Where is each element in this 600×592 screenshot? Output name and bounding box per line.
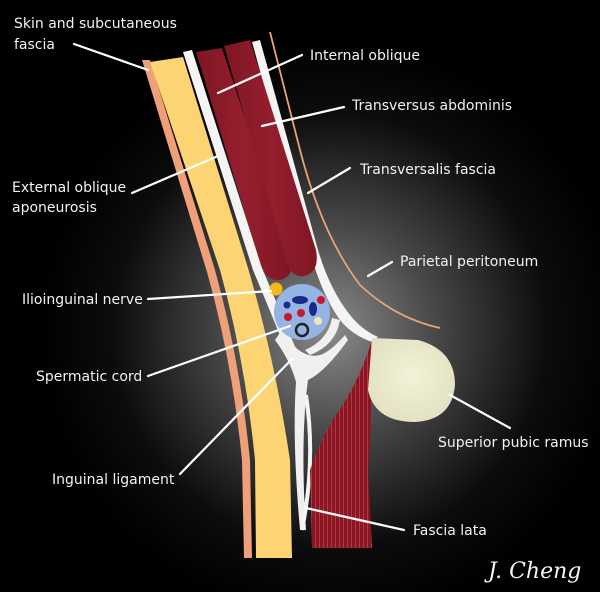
label-spermatic-cord: Spermatic cord (36, 369, 142, 385)
label-external-oblique-line2: aponeurosis (12, 200, 97, 216)
label-inguinal-ligament: Inguinal ligament (52, 472, 175, 488)
internal-oblique-muscle (196, 48, 292, 281)
leader-superior-pubic-ramus (448, 393, 512, 430)
label-parietal-peritoneum: Parietal peritoneum (400, 254, 538, 270)
leader-external-oblique (130, 154, 220, 195)
transversus-abdominis-muscle (224, 40, 317, 277)
ilioinguinal-nerve (269, 282, 283, 296)
leader-ilioinguinal-nerve (146, 289, 273, 301)
parietal-peritoneum (269, 31, 441, 329)
fascia-lata (300, 394, 313, 531)
lymphatic-icon (314, 317, 322, 325)
canal-posterior-wall (305, 318, 340, 355)
vas-deferens-icon (294, 322, 310, 338)
thigh-muscle (310, 340, 372, 548)
vein-icon (309, 302, 317, 316)
label-fascia-lata: Fascia lata (413, 523, 487, 539)
leader-parietal-peritoneum (366, 260, 394, 278)
leader-inguinal-ligament (178, 356, 295, 476)
artery-icon (284, 313, 292, 321)
artery-icon (297, 309, 305, 317)
author-signature: J. Cheng (484, 559, 581, 584)
label-skin-line2: fascia (14, 37, 55, 53)
vein-icon (292, 296, 308, 304)
subcutaneous-fascia (150, 57, 292, 558)
label-transversus-abdominis: Transversus abdominis (351, 98, 512, 114)
leader-spermatic-cord (146, 324, 292, 378)
transversalis-fascia (252, 40, 378, 342)
label-internal-oblique: Internal oblique (310, 48, 420, 64)
leader-transversus-abdominis (260, 105, 346, 128)
inguinal-ligament (275, 330, 348, 530)
leader-skin (72, 42, 150, 72)
artery-icon (317, 296, 325, 304)
label-skin-line1: Skin and subcutaneous (14, 16, 177, 32)
leader-transversalis-fascia (306, 166, 352, 195)
leader-internal-oblique (216, 53, 304, 95)
vein-icon (283, 301, 291, 309)
label-external-oblique-line1: External oblique (12, 180, 126, 196)
label-ilioinguinal-nerve: Ilioinguinal nerve (22, 292, 143, 308)
label-transversalis-fascia: Transversalis fascia (359, 162, 496, 178)
label-superior-pubic-ramus: Superior pubic ramus (438, 435, 589, 451)
external-oblique-aponeurosis (183, 50, 305, 375)
leader-fascia-lata (304, 506, 406, 532)
superior-pubic-ramus (368, 338, 455, 422)
